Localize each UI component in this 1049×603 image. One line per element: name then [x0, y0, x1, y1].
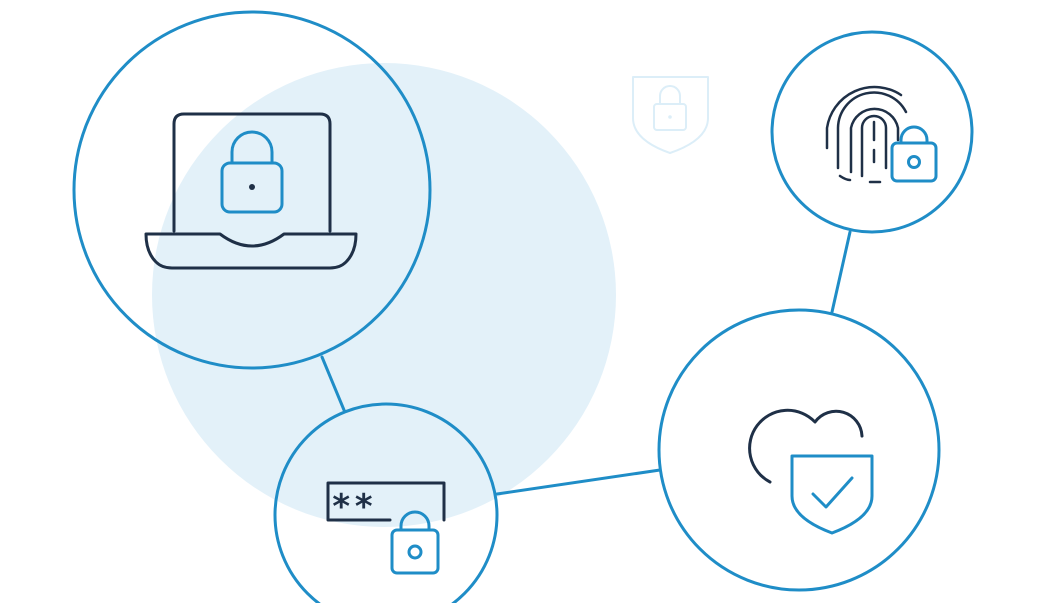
node-ring	[657, 308, 941, 592]
node-password: **	[273, 402, 499, 603]
laptop-lock-icon	[144, 112, 358, 270]
password-lock-icon: **	[326, 481, 446, 575]
node-laptop	[72, 10, 432, 370]
connector-password-cloud	[495, 468, 662, 496]
node-ring	[72, 10, 432, 370]
connector-fingerprint-cloud	[830, 230, 852, 314]
node-ring	[770, 30, 974, 234]
background-blob	[152, 63, 616, 527]
cloud-shield-icon	[748, 408, 874, 535]
connector-laptop-password	[320, 355, 346, 412]
node-ring	[273, 402, 499, 603]
fingerprint-lock-icon	[825, 85, 938, 184]
password-mask: **	[331, 487, 376, 527]
connectors	[320, 230, 852, 496]
shield-lock-icon	[632, 76, 709, 154]
node-fingerprint	[770, 30, 974, 234]
node-cloud	[657, 308, 941, 592]
